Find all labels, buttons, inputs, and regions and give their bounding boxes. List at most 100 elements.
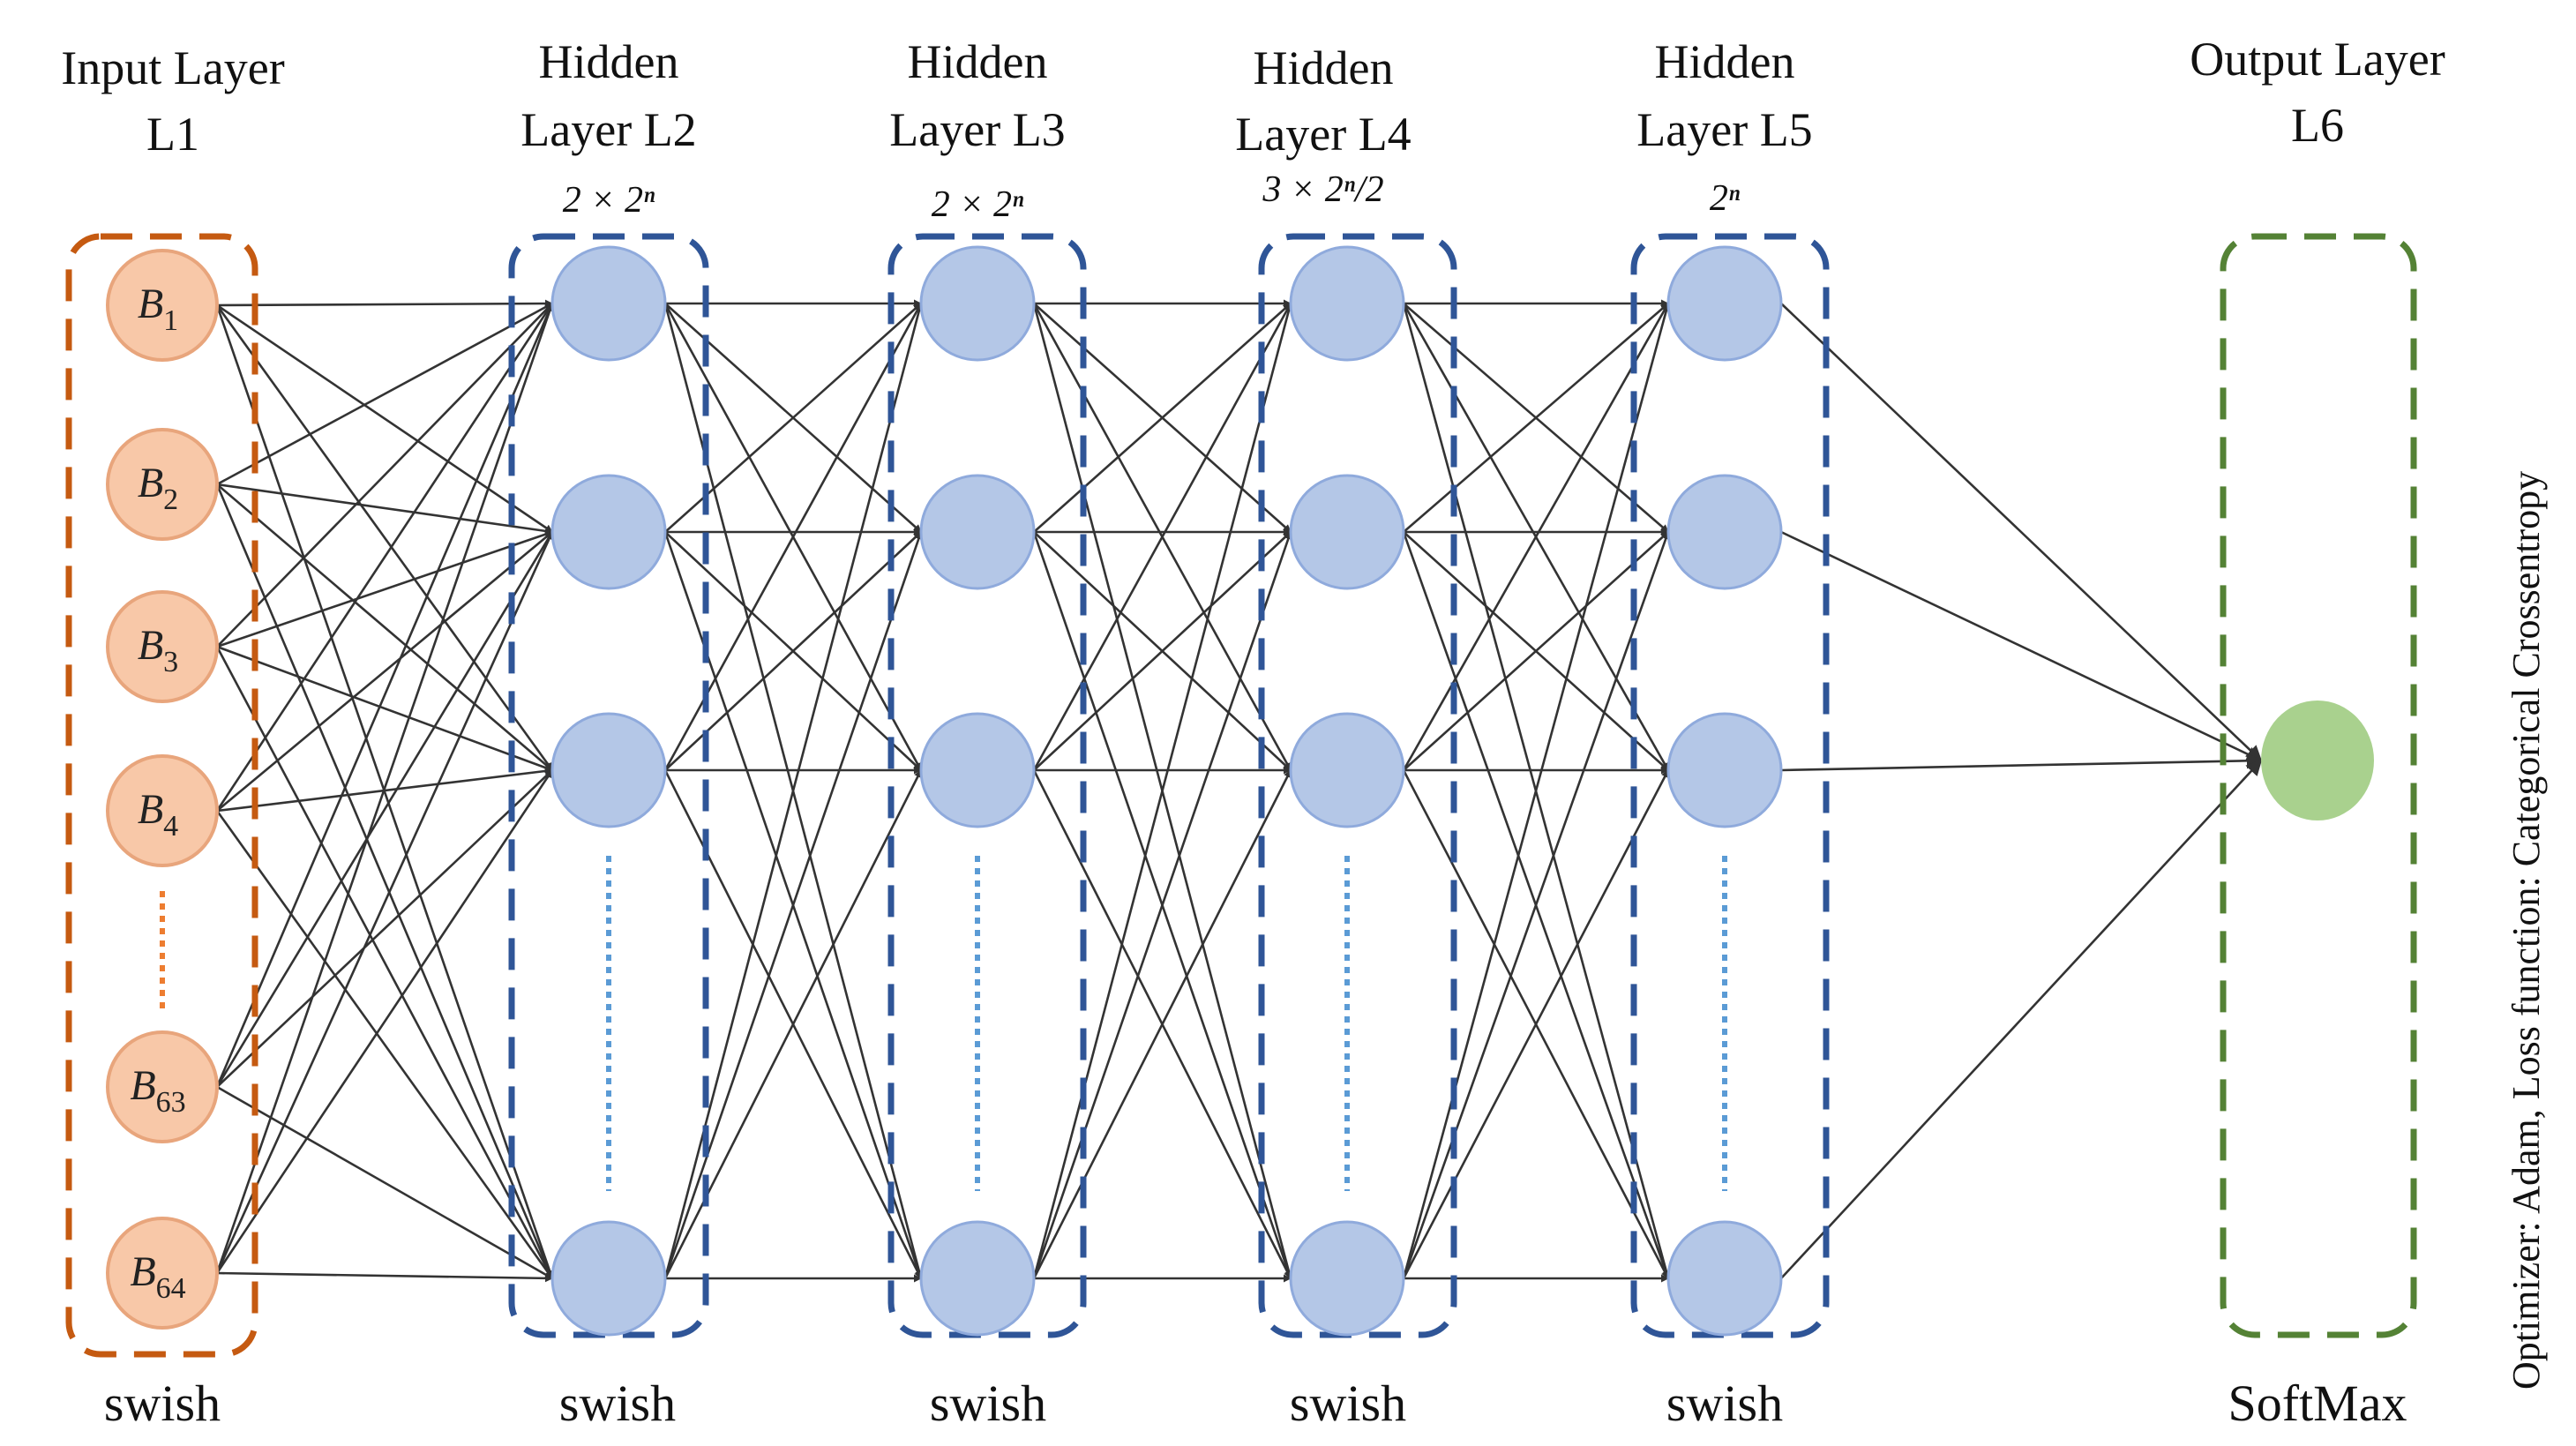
edge-l1-n6-to-l2-n4 [216,1271,553,1283]
edge-l1-n2-to-l2-n3 [216,483,553,771]
edge-l4-n3-to-l5-n2 [1403,531,1669,771]
hidden-l3-node-3 [919,712,1036,828]
hidden-layer-l4-box [1258,233,1457,1338]
edge-l3-n4-to-l4-n3 [1032,769,1292,1279]
edge-l1-n6-to-l2-n2 [215,531,554,1274]
edge-l1-n3-to-l2-n4 [215,646,554,1279]
hidden-l2-node-4 [550,1220,667,1337]
hidden-l3-node-1 [919,245,1036,362]
layer-title-hidden-l2-line-1: Hidden [539,35,679,88]
layer-size-hidden-l2: 2 × 2ⁿ [563,180,655,221]
input-node-b63 [106,1030,219,1143]
hidden-l3-node-4 [919,1220,1036,1337]
layer-size-hidden-l5: 2ⁿ [1710,178,1741,219]
edge-l3-n3-to-l4-n2 [1033,531,1292,771]
edge-l1-n3-to-l2-n1 [216,303,553,648]
edge-l1-n2-to-l2-n4 [215,483,554,1279]
hidden-layer-l3-box [887,233,1087,1338]
edge-l1-n2-to-l2-n2 [216,483,553,536]
layer-title-input-line-1: Input Layer [61,41,284,94]
input-node-label: B4 [138,786,178,843]
edge-l1-n5-to-l2-n4 [216,1085,553,1280]
edge-l5-n3-to-l6-n1 [1780,753,2263,772]
edge-l1-n1-to-l2-n2 [216,303,553,534]
input-node-b1 [106,249,219,362]
layer-title-output-line-1: Output Layer [2190,33,2445,86]
edge-l1-n5-to-l2-n3 [216,769,553,1088]
layer-size-hidden-l3: 2 × 2ⁿ [932,184,1024,225]
input-node-label: B64 [130,1248,185,1305]
layer-title-hidden-l2-line-2: Layer L2 [520,103,696,156]
input-node-b2 [106,428,219,541]
edge-l5-n4-to-l6-n1 [1780,759,2263,1279]
edge-l3-n2-to-l4-n1 [1033,303,1292,533]
layer-title-hidden-l5-line-2: Layer L5 [1636,103,1812,156]
edge-l1-n3-to-l2-n3 [216,645,553,772]
connections-group [215,299,2263,1283]
output-layer-box [2220,233,2417,1338]
edge-l1-n5-to-l2-n1 [215,303,554,1088]
edge-l2-n4-to-l3-n1 [663,303,924,1279]
edge-l1-n4-to-l2-n4 [215,810,554,1279]
layer-title-hidden-l5-line-1: Hidden [1655,35,1795,88]
layer-title-hidden-l3-line-1: Hidden [908,35,1048,88]
edge-l3-n3-to-l4-n1 [1032,303,1292,771]
hidden-l2-node-1 [550,245,667,362]
edge-l1-n1-to-l2-n1 [216,299,553,308]
neurons-group [106,245,2374,1337]
hidden-layer-l2-box [508,233,709,1338]
hidden-layer-l5-box [1630,233,1830,1338]
input-node-b3 [106,590,219,703]
hidden-l2-node-3 [550,712,667,828]
input-node-label: B2 [138,460,178,516]
hidden-l5-node-1 [1666,245,1783,362]
edge-l3-n4-to-l4-n2 [1032,531,1292,1279]
edge-l5-n1-to-l6-n1 [1780,303,2263,762]
edge-l4-n2-to-l5-n1 [1403,303,1669,533]
activation-input: swish [104,1375,221,1432]
hidden-l4-node-3 [1289,712,1405,828]
edge-l1-n1-to-l2-n3 [215,304,554,771]
optimizer-loss-note: Optimizer: Adam, Loss function: Categori… [2505,471,2548,1390]
edge-l4-n3-to-l5-n1 [1402,303,1670,771]
edge-l1-n3-to-l2-n2 [216,530,553,648]
input-layer-box [65,233,258,1358]
hidden-l5-node-2 [1666,474,1783,590]
edge-l4-n4-to-l5-n1 [1402,303,1671,1279]
hidden-l4-node-2 [1289,474,1405,590]
hidden-l4-node-1 [1289,245,1405,362]
layer-title-hidden-l3-line-2: Layer L3 [889,103,1065,156]
activation-output: SoftMax [2228,1375,2408,1432]
edge-l1-n5-to-l2-n2 [215,531,554,1088]
layer-boxes-group [65,233,2417,1358]
layer-size-hidden-l4: 3 × 2ⁿ/2 [1262,169,1383,210]
edge-l1-n4-to-l2-n1 [215,303,554,812]
input-node-b64 [106,1217,219,1330]
edge-l1-n6-to-l2-n1 [215,303,554,1274]
output-node [2261,701,2374,820]
hidden-l2-node-2 [550,474,667,590]
activation-hidden-l3: swish [930,1375,1046,1432]
edge-l4-n4-to-l5-n3 [1402,769,1670,1279]
layer-title-output-line-2: L6 [2291,99,2344,152]
hidden-l5-node-3 [1666,712,1783,828]
input-node-label: B1 [138,281,178,337]
edge-l4-n4-to-l5-n2 [1402,531,1670,1279]
edge-l3-n4-to-l4-n1 [1032,303,1293,1279]
activation-hidden-l4: swish [1290,1375,1406,1432]
edge-l1-n6-to-l2-n3 [215,769,554,1274]
edge-l1-n1-to-l2-n4 [215,304,554,1279]
input-node-label: B63 [130,1062,185,1119]
hidden-l3-node-2 [919,474,1036,590]
hidden-l4-node-4 [1289,1220,1405,1337]
layer-title-hidden-l4-line-2: Layer L4 [1235,108,1411,161]
edge-l5-n2-to-l6-n1 [1780,530,2263,762]
edge-l1-n4-to-l2-n2 [216,531,553,812]
activation-hidden-l5: swish [1666,1375,1783,1432]
edge-l1-n2-to-l2-n1 [216,302,553,486]
layer-title-input-line-2: L1 [146,108,199,161]
input-node-b4 [106,754,219,867]
hidden-l5-node-4 [1666,1220,1783,1337]
